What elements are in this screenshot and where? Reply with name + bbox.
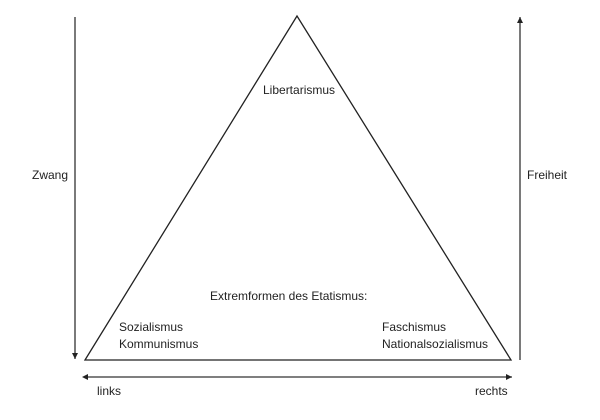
rechts-label: rechts [475, 384, 508, 398]
libertarismus-label: Libertarismus [263, 83, 336, 97]
nationalsozialismus-label: Nationalsozialismus [382, 337, 489, 351]
sozialismus-label: Sozialismus [119, 320, 184, 334]
links-label: links [97, 384, 122, 398]
triangle [83, 14, 513, 361]
kommunismus-label: Kommunismus [119, 337, 199, 351]
faschismus-label: Faschismus [382, 320, 447, 334]
left-arrowhead [82, 374, 88, 380]
freiheit-label: Freiheit [527, 168, 568, 182]
extremformen-label: Extremformen des Etatismus: [210, 289, 368, 303]
zwang-label: Zwang [32, 168, 69, 182]
